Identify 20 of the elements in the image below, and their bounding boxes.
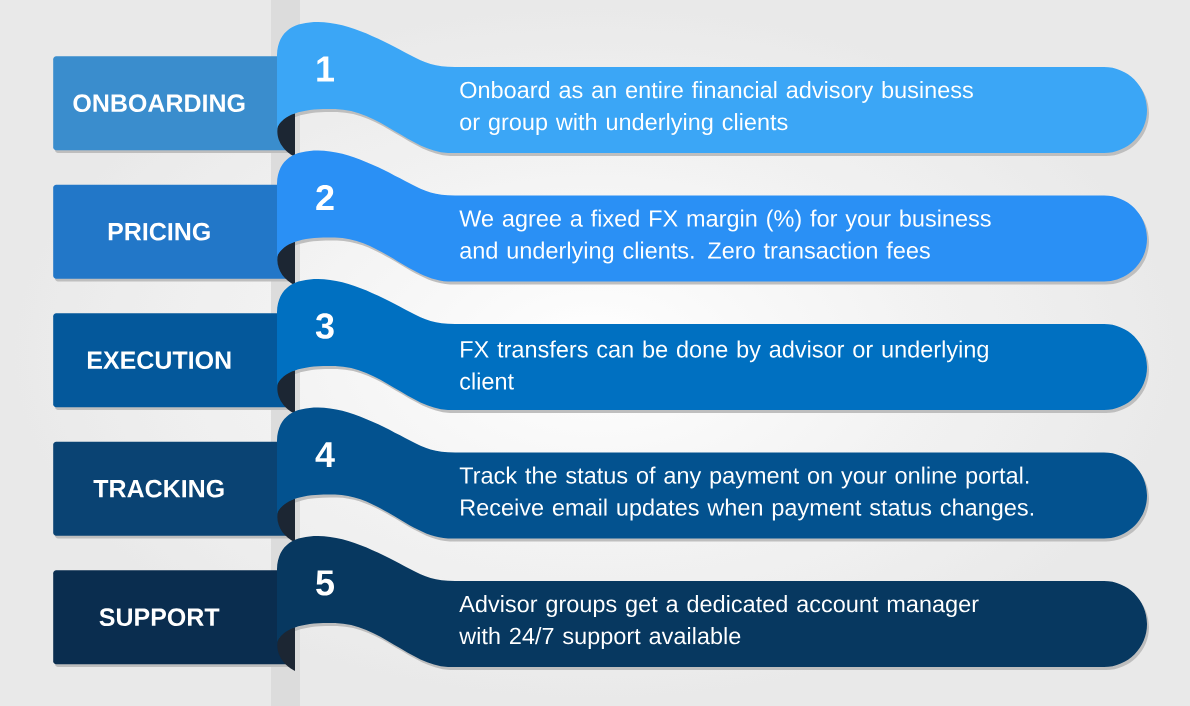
ribbon-banner <box>277 150 1149 286</box>
step-label-box: PRICING <box>53 184 292 282</box>
ribbon-banner <box>277 22 1149 157</box>
ribbon-banner <box>277 407 1149 543</box>
step-number: 4 <box>315 442 335 467</box>
ribbon-banner <box>277 536 1149 671</box>
step-label-box: SUPPORT <box>53 570 292 667</box>
step-label-box: ONBOARDING <box>53 56 292 153</box>
step-label-box: TRACKING <box>53 441 292 539</box>
step-label-box: EXECUTION <box>53 313 292 410</box>
step-description: We agree a fixed FX margin (%) for your business and underlying clients. Zero transaction fees <box>459 209 991 264</box>
step-description: Onboard as an entire financial advisory business or group with underlying clients <box>460 81 973 135</box>
ribbon-banner <box>277 279 1149 414</box>
step-description: Advisor groups get a dedicated account manager with 24/7 support available <box>459 595 979 649</box>
step-number: 2 <box>316 184 334 211</box>
step-number: 5 <box>316 570 334 596</box>
step-number: 1 <box>317 56 334 82</box>
step-number: 3 <box>315 313 334 339</box>
step-description: FX transfers can be done by advisor or underlying client <box>460 340 988 390</box>
step-description: Track the status of any payment on your online portal. Receive email updates when payment status changes. <box>459 466 1033 521</box>
